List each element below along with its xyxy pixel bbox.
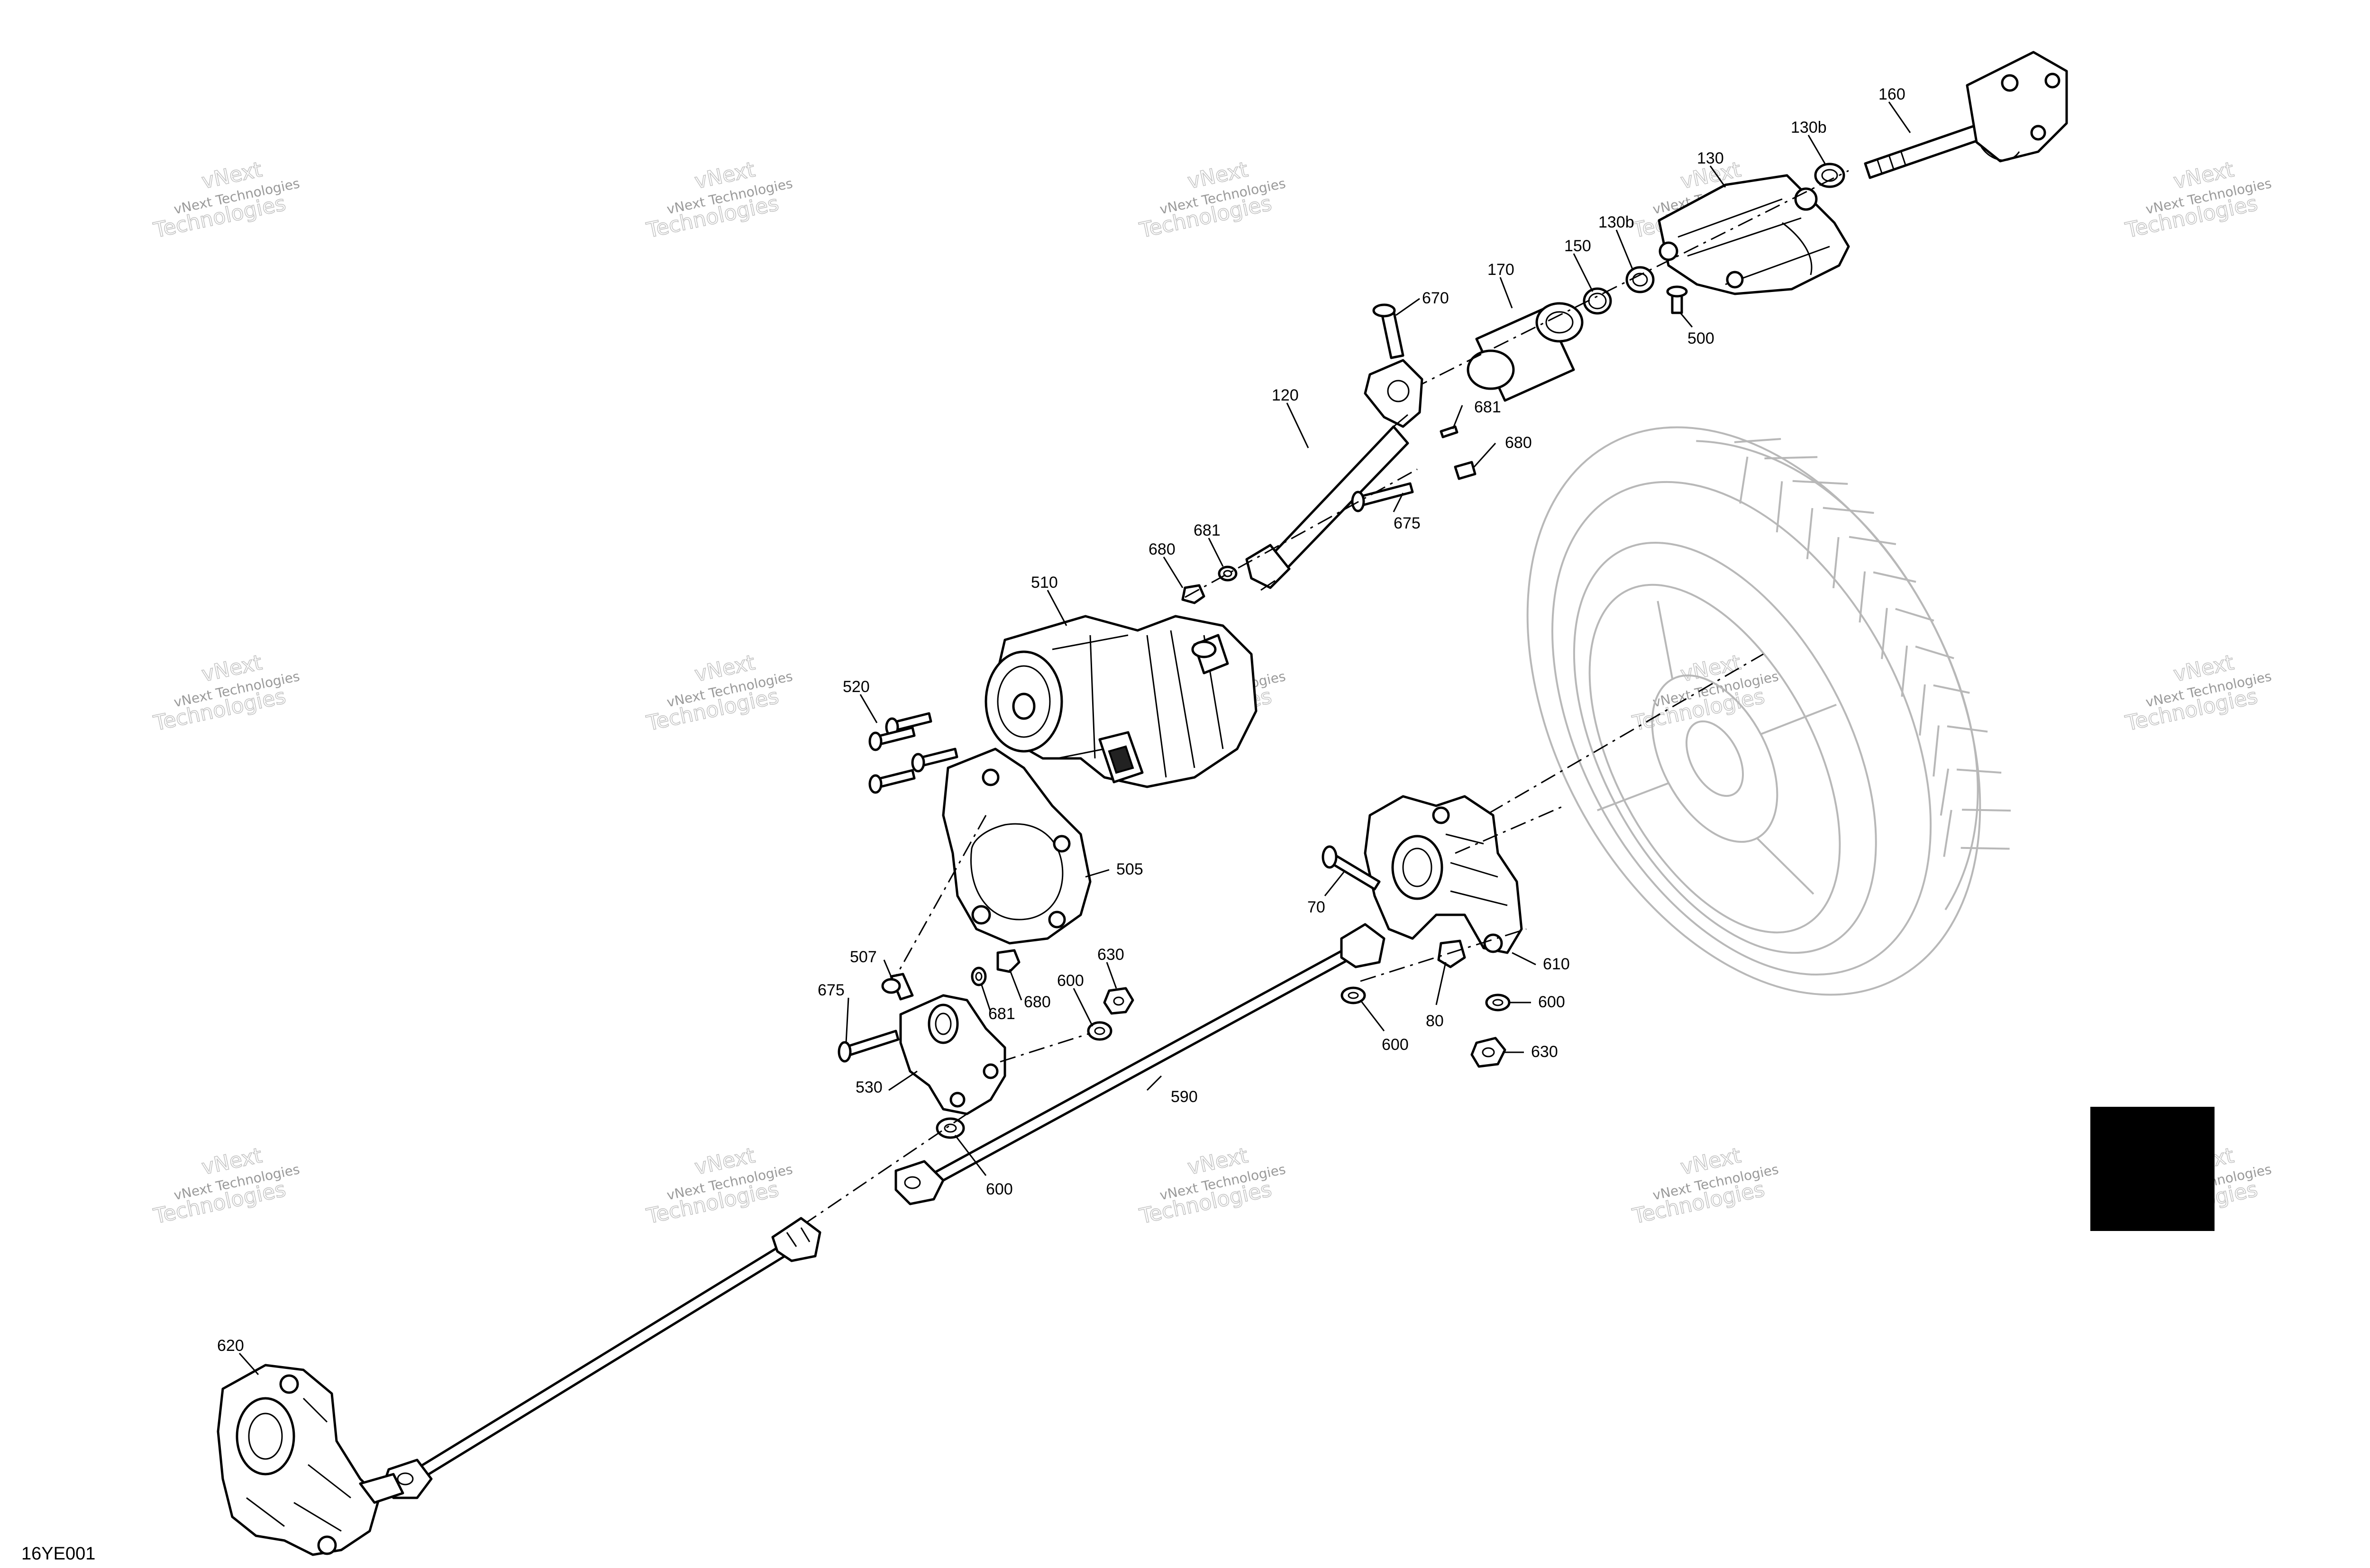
callout-681: 681 [1474, 398, 1501, 416]
bracket-centerline-2 [1000, 1032, 1091, 1063]
bolt-500 [1666, 285, 1688, 314]
washer-600-m [1087, 1021, 1112, 1041]
nut-680-mid [1181, 584, 1205, 604]
shaft-centerline [1185, 468, 1418, 598]
reference-block [2090, 1107, 2215, 1231]
bracket-530 [899, 994, 1006, 1115]
callout-170: 170 [1487, 261, 1514, 279]
callout-600: 600 [986, 1180, 1013, 1198]
bolt-520 [868, 726, 916, 751]
nut-630-m [1103, 987, 1134, 1015]
callout-590: 590 [1171, 1088, 1198, 1106]
watermark: Technologies vNext Technologies vNext [151, 650, 301, 736]
watermark: Technologies vNext Technologies vNext [644, 157, 794, 243]
callout-681: 681 [988, 1005, 1015, 1023]
bolt-520 [868, 769, 916, 794]
bolt-520 [911, 748, 958, 773]
callout-labels: 160 130b 130 130b 150 170 670 500 681 68… [217, 85, 1905, 1355]
intermediate-shaft-120 [1245, 359, 1423, 591]
bolt-507 [881, 973, 914, 1001]
watermark: Technologies vNext Technologies vNext [644, 1143, 794, 1229]
bracket-centerline [895, 815, 987, 977]
nut-630-r [1470, 1037, 1506, 1068]
callout-670: 670 [1422, 289, 1449, 307]
watermark: Technologies vNext Technologies vNext [151, 1143, 301, 1229]
watermark: Technologies vNext Technologies vNext [1137, 157, 1287, 243]
power-steering-unit-510 [984, 615, 1258, 788]
callout-680: 680 [1024, 993, 1051, 1011]
watermark: Technologies vNext Technologies vNext [151, 157, 301, 243]
boot-170 [1467, 302, 1584, 402]
bolts-520 [868, 712, 958, 794]
watermark: Technologies vNext Technologies vNext [2123, 650, 2273, 736]
tie-rod-left [383, 1217, 821, 1499]
nut-680-low [996, 949, 1021, 973]
watermark: Technologies vNext Technologies vNext [1630, 1143, 1780, 1229]
washer-681-low [971, 966, 987, 986]
callout-150: 150 [1564, 237, 1591, 255]
wheel-axis-centerline [1436, 653, 1764, 845]
watermark: Technologies vNext Technologies vNext [1137, 1143, 1287, 1229]
bushing-130b [1625, 266, 1655, 293]
callout-675: 675 [1394, 514, 1421, 532]
callout-600: 600 [1382, 1036, 1409, 1054]
callout-500: 500 [1687, 329, 1714, 347]
callout-680: 680 [1149, 540, 1176, 558]
bolt-70 [1322, 845, 1381, 891]
callout-505: 505 [1116, 860, 1143, 878]
callout-681: 681 [1194, 521, 1221, 539]
callout-80: 80 [1426, 1012, 1444, 1030]
ring-150 [1583, 287, 1612, 315]
bolt-675-low [838, 1030, 900, 1063]
callout-620: 620 [217, 1337, 244, 1355]
leader-lines [238, 101, 1911, 1375]
column-bracket-130 [1658, 174, 1850, 295]
callout-130b: 130b [1598, 213, 1634, 231]
callout-120: 120 [1272, 386, 1299, 404]
diagram-code: 16YE001 [21, 1544, 95, 1564]
callout-680: 680 [1505, 434, 1532, 452]
steering-shaft-160 [1864, 51, 2068, 179]
callout-530: 530 [856, 1078, 883, 1096]
callout-520: 520 [843, 678, 870, 696]
callout-507: 507 [850, 948, 877, 966]
washer-681-top [1440, 425, 1458, 438]
bushing-130b-top [1814, 163, 1845, 188]
wheel-tire-ghost [1526, 426, 2011, 996]
tie-rod-590 [894, 923, 1386, 1205]
callout-610: 610 [1543, 955, 1570, 973]
knuckle-axis [1455, 805, 1565, 854]
callout-160: 160 [1878, 85, 1905, 103]
washer-600-rm [1340, 986, 1366, 1004]
callout-600: 600 [1057, 972, 1084, 990]
callout-510: 510 [1031, 574, 1058, 592]
callout-630: 630 [1097, 946, 1124, 964]
steering-knuckle-620 [217, 1364, 404, 1556]
nut-80 [1437, 939, 1466, 968]
callout-130b: 130b [1791, 119, 1827, 137]
washer-600-r [1485, 994, 1511, 1012]
watermark: Technologies vNext Technologies vNext [644, 650, 794, 736]
watermark: Technologies vNext Technologies vNext [2123, 157, 2273, 243]
steering-centerline-top [1412, 170, 1849, 390]
callout-130: 130 [1697, 149, 1724, 167]
callout-600: 600 [1538, 993, 1565, 1011]
knuckle-centerline [1360, 928, 1527, 982]
mounting-bracket-505 [942, 748, 1092, 945]
callout-630: 630 [1531, 1043, 1558, 1061]
left-link-centerline [805, 1113, 967, 1224]
steering-knuckle-610 [1364, 795, 1523, 954]
washer-600-low [936, 1117, 965, 1139]
bolt-675-top [1351, 482, 1414, 512]
washer-681-mid [1218, 565, 1238, 582]
callout-675: 675 [818, 981, 845, 999]
callout-70: 70 [1307, 898, 1325, 916]
nut-680-top [1454, 461, 1477, 480]
bolt-670 [1372, 303, 1404, 359]
